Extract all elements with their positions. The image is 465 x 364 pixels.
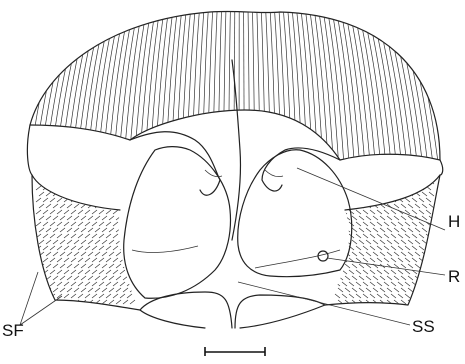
right-lobe-upper-rim	[345, 175, 440, 210]
right-valve	[238, 150, 352, 277]
label-r: R	[448, 268, 460, 285]
sf-leader-line-1	[20, 272, 38, 325]
top-striation	[0, 8, 465, 165]
h-leader-line	[297, 168, 445, 230]
left-striation	[36, 174, 135, 304]
hinge-left	[130, 132, 220, 195]
scale-bar	[205, 347, 265, 356]
label-h: H	[448, 213, 460, 230]
left-valve-inner-edge	[132, 246, 198, 253]
left-valve	[124, 147, 231, 299]
left-lobe-outline	[27, 125, 205, 328]
right-striation	[335, 174, 434, 304]
sf-leader-line-2	[20, 296, 62, 325]
r-marker-circle	[318, 251, 328, 261]
left-lobe-upper-rim	[32, 175, 120, 210]
dorsal-shell-inner-edge	[30, 110, 440, 160]
label-ss: SS	[412, 318, 435, 335]
label-sf: SF	[2, 322, 24, 339]
ventral-shelf	[140, 292, 325, 328]
